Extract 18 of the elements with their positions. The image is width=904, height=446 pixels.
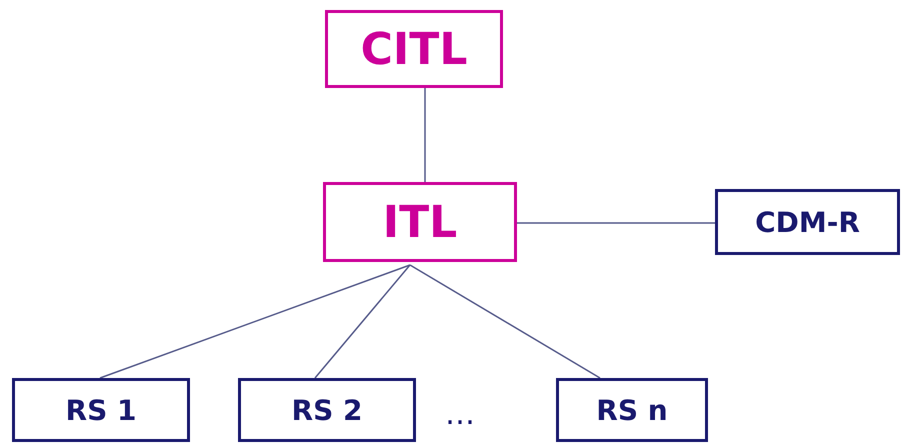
connector-line: [517, 222, 715, 224]
process-box: [715, 189, 900, 255]
node-label: CDM-R: [755, 206, 860, 238]
node-label: ITL: [382, 196, 458, 248]
node-label: CITL: [360, 24, 468, 74]
process-box: [238, 378, 416, 442]
node-label: RS 1: [66, 394, 136, 426]
node-label: RS n: [596, 394, 668, 426]
process-box: [556, 378, 708, 442]
node-label: RS 2: [292, 394, 362, 426]
connector-line: [424, 88, 426, 182]
process-box: [325, 10, 503, 88]
process-box: [12, 378, 190, 442]
connector-line: [410, 264, 600, 379]
process-box: [323, 182, 517, 262]
connector-line: [100, 264, 410, 379]
ellipsis-label: …: [445, 400, 475, 430]
connector-line: [314, 264, 411, 378]
